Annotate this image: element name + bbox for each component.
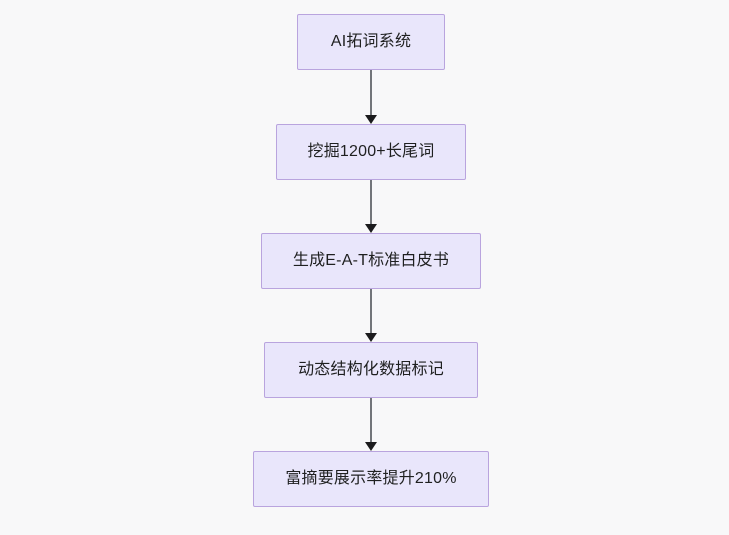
edge-line xyxy=(369,398,373,443)
edge-line xyxy=(369,180,373,225)
edge-arrowhead-icon xyxy=(365,442,377,451)
flow-node-label: 富摘要展示率提升210% xyxy=(285,470,457,488)
edge-line xyxy=(369,70,373,116)
edge-line xyxy=(369,289,373,334)
edge-arrowhead-icon xyxy=(365,115,377,124)
flow-node-label: 挖掘1200+长尾词 xyxy=(307,143,435,161)
flow-node-n2[interactable]: 挖掘1200+长尾词 xyxy=(276,124,466,180)
flow-node-label: AI拓词系统 xyxy=(330,33,412,51)
flow-node-n5[interactable]: 富摘要展示率提升210% xyxy=(253,451,489,507)
flow-node-label: 动态结构化数据标记 xyxy=(298,361,444,379)
edge-arrowhead-icon xyxy=(365,224,377,233)
flow-node-n4[interactable]: 动态结构化数据标记 xyxy=(264,342,478,398)
flow-node-label: 生成E-A-T标准白皮书 xyxy=(292,252,450,270)
flow-node-n1[interactable]: AI拓词系统 xyxy=(297,14,445,70)
flow-node-n3[interactable]: 生成E-A-T标准白皮书 xyxy=(261,233,481,289)
edge-arrowhead-icon xyxy=(365,333,377,342)
